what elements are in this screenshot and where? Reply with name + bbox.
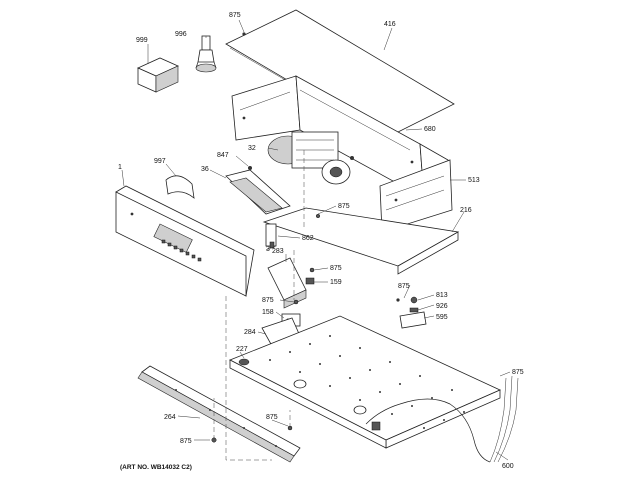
part-216-oven-top <box>262 207 460 275</box>
label-997: 997 <box>154 158 166 165</box>
label-875-f: 875 <box>512 369 524 376</box>
screws <box>211 213 321 443</box>
label-875-e: 875 <box>398 283 410 290</box>
part-159-clip <box>305 277 315 285</box>
label-875-d: 875 <box>262 297 274 304</box>
part-labels: 999 996 875 416 680 32 847 36 997 1 513 … <box>118 12 524 470</box>
label-284: 284 <box>244 329 256 336</box>
label-595: 595 <box>436 314 448 321</box>
label-680: 680 <box>424 126 436 133</box>
label-3: 3 <box>266 246 270 253</box>
part-227-base-plate <box>229 315 501 449</box>
label-227: 227 <box>236 346 248 353</box>
label-875-h: 875 <box>180 438 192 445</box>
label-847: 847 <box>217 152 229 159</box>
label-813: 813 <box>436 292 448 299</box>
label-875-b: 875 <box>338 203 350 210</box>
part-600-power-cord <box>365 375 519 463</box>
label-999: 999 <box>136 37 148 44</box>
label-416: 416 <box>384 21 396 28</box>
part-813-926-595-hardware <box>396 296 427 329</box>
label-875-c: 875 <box>330 265 342 272</box>
label-158: 158 <box>262 309 274 316</box>
part-264-trim-rail <box>137 365 301 463</box>
part-36-control-bracket <box>225 166 291 215</box>
label-926: 926 <box>436 303 448 310</box>
label-283: 283 <box>272 248 284 255</box>
assembly-guide-lines <box>213 150 305 461</box>
label-1: 1 <box>118 164 122 171</box>
control-panel-buttons <box>161 239 202 262</box>
leader-lines <box>121 19 511 461</box>
label-996: 996 <box>175 31 187 38</box>
part-997-clip <box>165 175 195 199</box>
label-32: 32 <box>248 145 256 152</box>
label-875-g: 875 <box>266 414 278 421</box>
label-264: 264 <box>164 414 176 421</box>
label-862: 862 <box>302 235 314 242</box>
label-216: 216 <box>460 207 472 214</box>
label-600: 600 <box>502 463 514 470</box>
base-plate-holes <box>269 335 465 429</box>
part-996-tube <box>195 35 217 73</box>
part-283-duct <box>267 257 307 309</box>
label-875-a: 875 <box>229 12 241 19</box>
part-513-housing <box>231 75 453 233</box>
part-999-box <box>137 57 179 93</box>
part-32-blower <box>267 131 354 185</box>
label-36: 36 <box>201 166 209 173</box>
label-159: 159 <box>330 279 342 286</box>
part-1-control-panel <box>115 185 255 297</box>
label-513: 513 <box>468 177 480 184</box>
part-862-bracket <box>265 223 277 249</box>
art-number: (ART NO. WB14032 C2) <box>120 464 192 471</box>
